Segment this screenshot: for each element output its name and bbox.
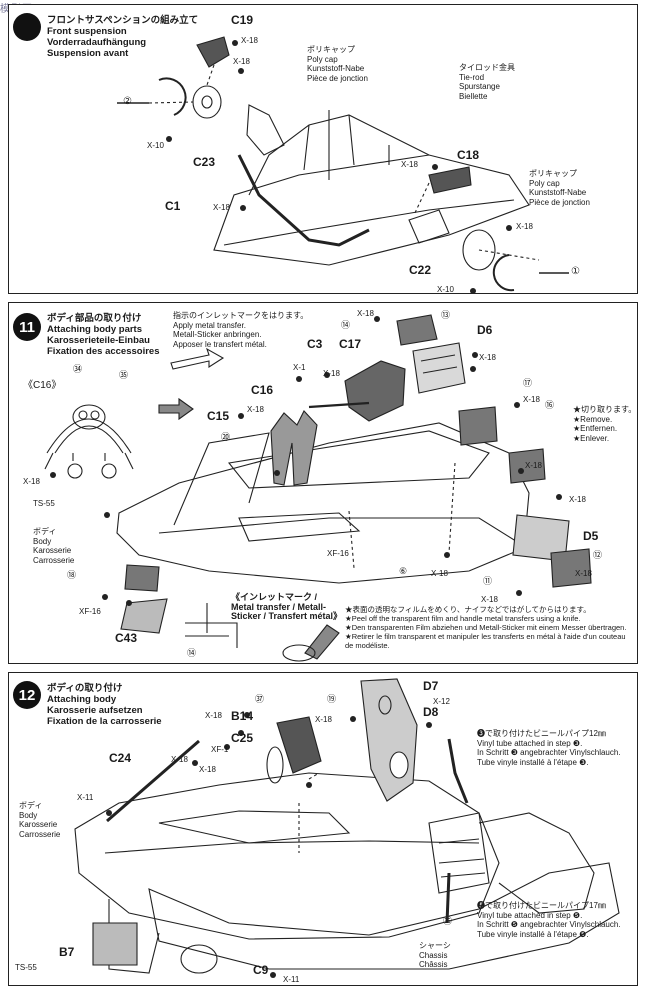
part-b7: B7	[59, 945, 75, 959]
transfer-notes: ★表面の透明なフィルムをめくり、ナイフなどではがしてからはります。 ★Peel …	[345, 605, 627, 650]
part-number: ⑯	[545, 400, 555, 410]
part-number: ⑰	[523, 378, 533, 388]
transfer-title: 《インレットマーク / Metal transfer / Metall-Stic…	[231, 592, 343, 621]
screw-x18: X-18	[199, 765, 216, 774]
screw-x18: X-18	[315, 715, 332, 724]
remove-note: ★切り取ります。★Remove. ★Entfernen.★Enlever.	[573, 405, 637, 443]
part-d6: D6	[477, 323, 493, 337]
screw-x18: X-18	[205, 711, 222, 720]
title-en: Front suspension	[47, 26, 127, 37]
part-number: ⑲	[327, 694, 337, 704]
part-number: ⑱	[67, 570, 77, 580]
screw-x18: X-18	[247, 405, 264, 414]
screw-x18: X-18	[516, 222, 533, 231]
screw-x18: X-18	[481, 595, 498, 604]
screw-x18: X-18	[479, 353, 496, 362]
c16-detail-label: 《C16》	[23, 380, 62, 391]
screw-x11: X-11	[77, 793, 94, 802]
screw-x10: X-10	[437, 285, 454, 294]
screw-x18: X-18	[569, 495, 586, 504]
part-c18: C18	[457, 148, 480, 162]
part-number: ㊲	[255, 694, 265, 704]
part-number: ②	[123, 96, 132, 107]
part-c23: C23	[193, 155, 216, 169]
screw-x10: X-10	[147, 141, 164, 150]
screw-x18: X-18	[575, 569, 592, 578]
step-12-titles: ボディの取り付け Attaching body Karosserie aufse…	[47, 683, 162, 727]
part-number: ⑭	[187, 648, 197, 658]
part-c19: C19	[231, 13, 254, 27]
part-c43: C43	[115, 631, 138, 645]
part-number: ⑥	[399, 566, 408, 576]
screw-x18: X-18	[357, 309, 374, 318]
screw-x1: X-1	[293, 363, 306, 372]
part-d5: D5	[583, 529, 599, 543]
part-c1: C1	[165, 199, 181, 213]
screw-x18: X-18	[213, 203, 230, 212]
paint-ts55: TS-55	[33, 499, 55, 508]
paint-ts55: TS-55	[15, 963, 37, 972]
screw-x18: X-18	[431, 569, 448, 578]
screw-x11: X-11	[283, 975, 300, 984]
step-12-panel: 12 ボディの取り付け Attaching body Karosserie au…	[8, 672, 638, 986]
metal-transfer-note: 指示のインレットマークをはります。Apply metal transfer. M…	[173, 311, 309, 349]
part-c15: C15	[207, 409, 230, 423]
front-suspension-illustration	[117, 36, 569, 294]
part-c16: C16	[251, 383, 274, 397]
step-12-badge: 12	[13, 681, 41, 709]
body-parts-illustration	[44, 314, 592, 662]
part-number: ⑭	[341, 320, 351, 330]
screw-x18: X-18	[23, 477, 40, 486]
part-d7: D7	[423, 679, 439, 693]
part-c24: C24	[109, 751, 132, 765]
step-10-badge	[13, 13, 41, 41]
part-number: ㉟	[119, 370, 129, 380]
screw-x18: X-18	[523, 395, 540, 404]
screw-x18: X-18	[171, 755, 188, 764]
paint-xf16: XF-16	[327, 549, 349, 558]
part-number: ⑬	[441, 310, 451, 320]
paint-xf1: XF-1	[211, 745, 229, 754]
part-number: ⑳	[221, 432, 231, 442]
screw-x18: X-18	[525, 461, 542, 470]
step-11-titles: ボディ部品の取り付け Attaching body parts Karosser…	[47, 313, 160, 357]
step-11-panel: 11 ボディ部品の取り付け Attaching body parts Karos…	[8, 302, 638, 664]
screw-x18: X-18	[401, 160, 418, 169]
part-number: ①	[571, 266, 580, 277]
screw-x18: X-18	[241, 36, 258, 45]
part-number: ㉞	[73, 364, 83, 374]
part-number: ⑫	[593, 550, 603, 560]
step-10-panel: フロントサスペンションの組み立て Front suspension Vorder…	[8, 4, 638, 294]
part-b14: B14	[231, 709, 254, 723]
part-c17: C17	[339, 337, 362, 351]
body-attach-illustration	[74, 678, 620, 978]
title-jp: フロントサスペンションの組み立て	[47, 15, 199, 26]
step-11-badge: 11	[13, 313, 41, 341]
paint-xf16: XF-16	[79, 607, 101, 616]
part-c9: C9	[253, 963, 269, 977]
part-c3: C3	[307, 337, 323, 351]
part-number: ⑪	[483, 576, 493, 586]
part-number: ㊱	[443, 916, 453, 926]
title-fr: Suspension avant	[47, 48, 129, 59]
step-10-titles: フロントサスペンションの組み立て Front suspension Vorder…	[47, 15, 198, 59]
title-de: Vorderradaufhängung	[47, 37, 147, 48]
part-c25: C25	[231, 731, 254, 745]
screw-x18: X-18	[323, 369, 340, 378]
part-d8: D8	[423, 705, 439, 719]
part-c22: C22	[409, 263, 432, 277]
screw-x12: X-12	[433, 697, 450, 706]
screw-x18: X-18	[233, 57, 250, 66]
